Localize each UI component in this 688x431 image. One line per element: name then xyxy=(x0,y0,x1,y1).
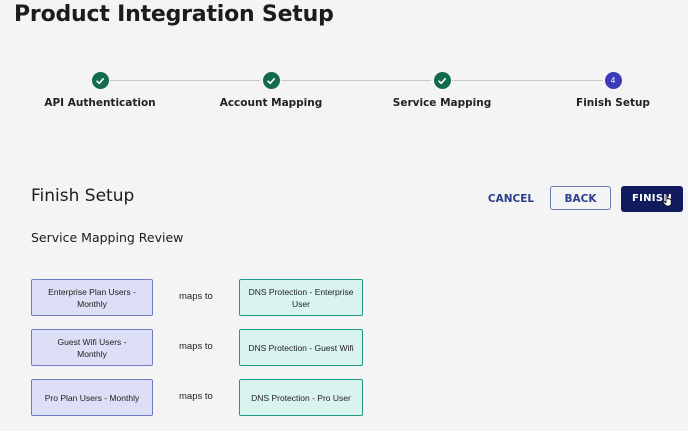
maps-to-label: maps to xyxy=(179,341,213,352)
step-label: Service Mapping xyxy=(392,97,492,109)
step-complete-indicator xyxy=(91,72,109,89)
step-connector xyxy=(281,80,431,81)
step-complete-indicator xyxy=(433,72,451,89)
step-label: Finish Setup xyxy=(576,97,650,109)
step-number-indicator: 4 xyxy=(604,72,622,89)
maps-to-label: maps to xyxy=(179,291,213,302)
target-service-box: DNS Protection - Enterprise User xyxy=(239,279,363,316)
section-title: Finish Setup xyxy=(31,186,135,206)
cancel-button[interactable]: CANCEL xyxy=(483,187,539,211)
step-label: Account Mapping xyxy=(219,97,323,109)
mapping-row: Enterprise Plan Users - Monthly maps to … xyxy=(31,279,371,318)
source-plan-box: Guest Wifi Users - Monthly xyxy=(31,329,153,366)
finish-button[interactable]: FINISH xyxy=(621,186,683,212)
step-finish-setup: 4 Finish Setup xyxy=(533,70,688,109)
review-title: Service Mapping Review xyxy=(31,230,184,245)
checkmark-icon xyxy=(96,77,104,84)
page-title: Product Integration Setup xyxy=(14,2,334,27)
step-connector xyxy=(110,80,260,81)
checkmark-icon xyxy=(438,77,446,84)
step-connector xyxy=(452,80,603,81)
stepper: API Authentication Account Mapping Servi… xyxy=(0,70,688,120)
back-button[interactable]: BACK xyxy=(550,186,611,210)
source-plan-box: Enterprise Plan Users - Monthly xyxy=(31,279,153,316)
checkmark-icon xyxy=(267,77,275,84)
target-service-box: DNS Protection - Pro User xyxy=(239,379,363,416)
step-label: API Authentication xyxy=(44,97,156,109)
step-api-authentication: API Authentication xyxy=(20,70,180,109)
step-service-mapping: Service Mapping xyxy=(362,70,522,109)
pointer-hand-icon xyxy=(662,193,672,207)
source-plan-box: Pro Plan Users - Monthly xyxy=(31,379,153,416)
mapping-row: Pro Plan Users - Monthly maps to DNS Pro… xyxy=(31,379,371,418)
step-account-mapping: Account Mapping xyxy=(191,70,351,109)
mapping-row: Guest Wifi Users - Monthly maps to DNS P… xyxy=(31,329,371,368)
target-service-box: DNS Protection - Guest Wifi xyxy=(239,329,363,366)
step-complete-indicator xyxy=(262,72,280,89)
maps-to-label: maps to xyxy=(179,391,213,402)
